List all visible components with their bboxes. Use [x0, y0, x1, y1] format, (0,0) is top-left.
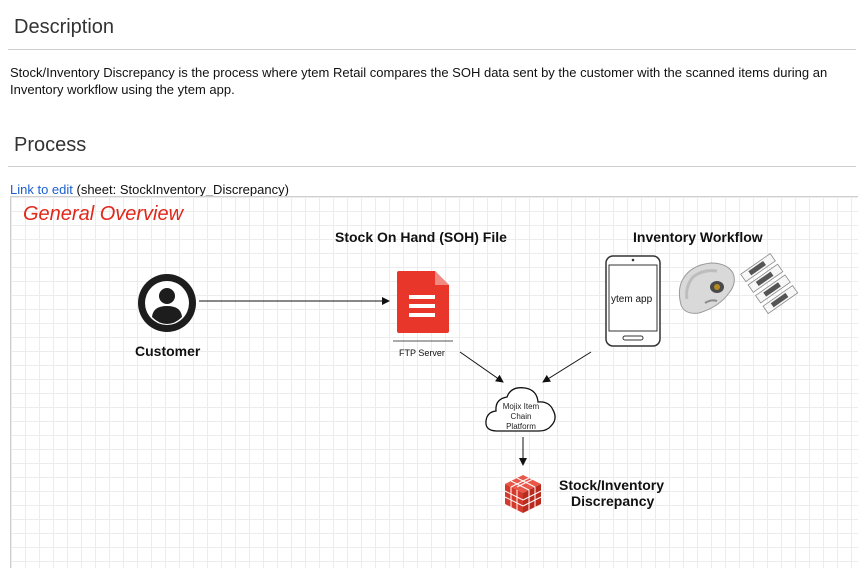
cloud-platform-label: Mojix Item Chain Platform [491, 402, 551, 432]
overview-title: General Overview [23, 203, 184, 225]
soh-document-icon [397, 271, 449, 333]
discrepancy-cube-icon [504, 475, 542, 513]
customer-to-soh-arrow [199, 297, 592, 466]
phone-icon [605, 255, 661, 347]
edit-link-sheet-note: (sheet: StockInventory_Discrepancy) [72, 182, 289, 197]
phone-app-label: ytem app [611, 294, 653, 305]
cloud-icon [485, 387, 556, 432]
cloud-line-3: Platform [506, 422, 536, 431]
process-heading: Process [14, 134, 87, 156]
edit-link[interactable]: Link to edit [10, 182, 73, 197]
rfid-reader-icon [678, 262, 735, 314]
edit-link-line: Link to edit (sheet: StockInventory_Disc… [10, 182, 289, 197]
cloud-line-1: Mojix Item [502, 402, 540, 411]
diagram-canvas: General Overview Customer Stock On Hand … [10, 196, 858, 568]
description-heading: Description [14, 16, 115, 38]
customer-label: Customer [135, 343, 201, 359]
customer-icon [138, 274, 196, 332]
discrepancy-label-line2: Discrepancy [571, 493, 655, 509]
process-divider [8, 166, 856, 167]
cloud-line-2: Chain [510, 412, 532, 421]
inventory-workflow-title: Inventory Workflow [633, 229, 763, 245]
ftp-underline [393, 340, 453, 342]
soh-file-title: Stock On Hand (SOH) File [335, 229, 507, 245]
description-divider [8, 49, 856, 50]
description-text: Stock/Inventory Discrepancy is the proce… [10, 65, 828, 97]
ftp-server-label: FTP Server [399, 348, 445, 358]
rfid-tags-icon [740, 253, 799, 315]
discrepancy-label-line1: Stock/Inventory [559, 477, 665, 493]
